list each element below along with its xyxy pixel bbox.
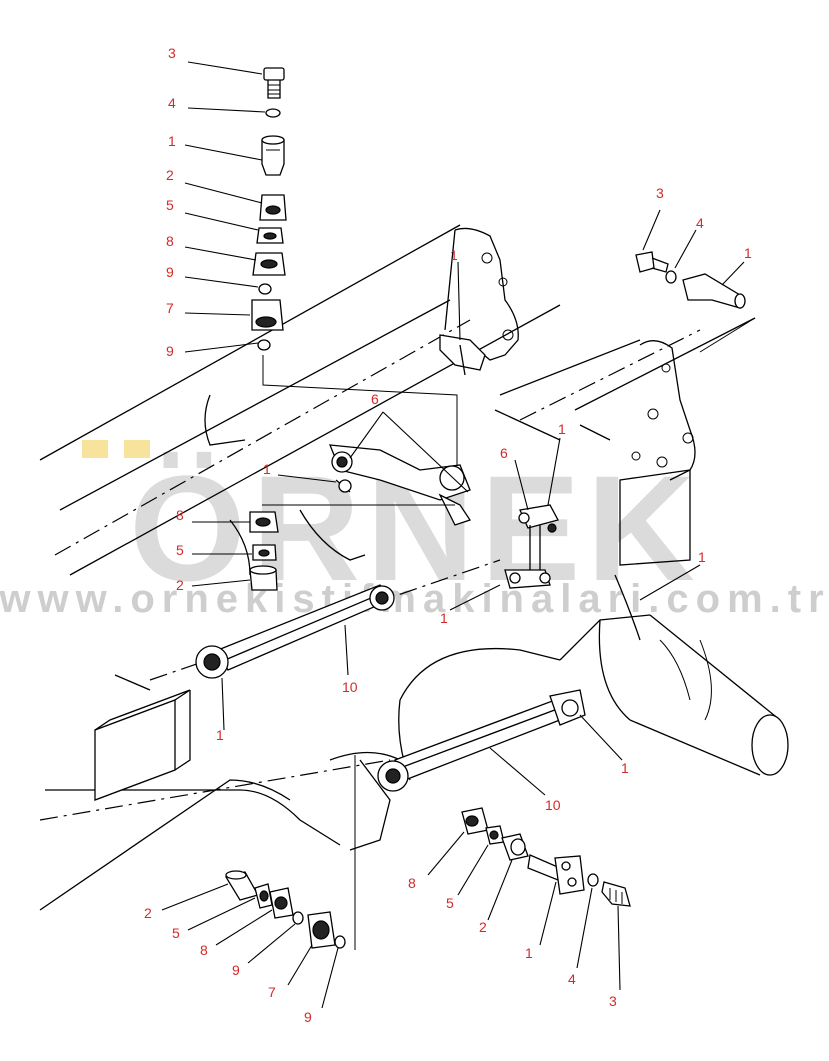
callout-label: 9 [232, 962, 240, 978]
callout-label: 1 [698, 549, 706, 565]
callout-label: 1 [263, 461, 271, 477]
bolt-part [263, 67, 285, 99]
callout-label: 2 [144, 905, 152, 921]
callout-label: 9 [166, 343, 174, 359]
callout-label: 2 [166, 167, 174, 183]
callout-label: 3 [168, 45, 176, 61]
callout-numbers: 3 4 1 2 5 8 9 7 9 3 4 1 1 6 6 1 1 8 5 2 … [144, 45, 752, 1025]
leader-lines [161, 61, 745, 1009]
callout-label: 1 [744, 245, 752, 261]
upper-control-rod [195, 584, 395, 679]
washer-part [265, 108, 281, 118]
pin-part [261, 135, 285, 176]
callout-label: 9 [166, 264, 174, 280]
top-bolt-stack [251, 67, 458, 470]
callout-label: 2 [479, 919, 487, 935]
callout-label: 3 [609, 993, 617, 1009]
callout-label: 1 [168, 133, 176, 149]
callout-label: 4 [168, 95, 176, 111]
middle-link [504, 504, 559, 589]
callout-label: 8 [166, 233, 174, 249]
callout-label: 1 [558, 421, 566, 437]
upper-bracket-pins [328, 334, 486, 526]
upper-right-pin-group [635, 251, 756, 353]
bottom-right-stack [461, 807, 631, 907]
callout-label: 7 [166, 300, 174, 316]
o-ring-part [258, 283, 272, 295]
callout-label: 1 [440, 610, 448, 626]
callout-label: 1 [525, 945, 533, 961]
frame-outline [39, 224, 789, 911]
o-ring-part-lower [257, 339, 271, 351]
watermark-dot-left [82, 440, 108, 458]
callout-label: 8 [408, 875, 416, 891]
callout-label: 6 [371, 391, 379, 407]
left-mid-stack [249, 504, 455, 591]
bottom-left-stack [224, 870, 346, 949]
watermark-url: www.ornekistifmakinalari.com.tr [0, 577, 829, 621]
callout-label: 8 [200, 942, 208, 958]
callout-label: 1 [450, 247, 458, 263]
callout-label: 10 [342, 679, 358, 695]
callout-label: 9 [304, 1009, 312, 1025]
callout-label: 6 [500, 445, 508, 461]
callout-label: 1 [216, 727, 224, 743]
callout-label: 4 [696, 215, 704, 231]
callout-label: 5 [166, 197, 174, 213]
lower-control-rod [354, 689, 586, 950]
callout-label: 8 [176, 507, 184, 523]
callout-label: 10 [545, 797, 561, 813]
watermark-dot-right [124, 440, 150, 458]
callout-label: 5 [172, 925, 180, 941]
callout-label: 7 [268, 984, 276, 1000]
callout-label: 1 [621, 760, 629, 776]
callout-label: 5 [176, 542, 184, 558]
callout-label: 4 [568, 971, 576, 987]
callout-label: 3 [656, 185, 664, 201]
callout-label: 5 [446, 895, 454, 911]
callout-label: 2 [176, 577, 184, 593]
